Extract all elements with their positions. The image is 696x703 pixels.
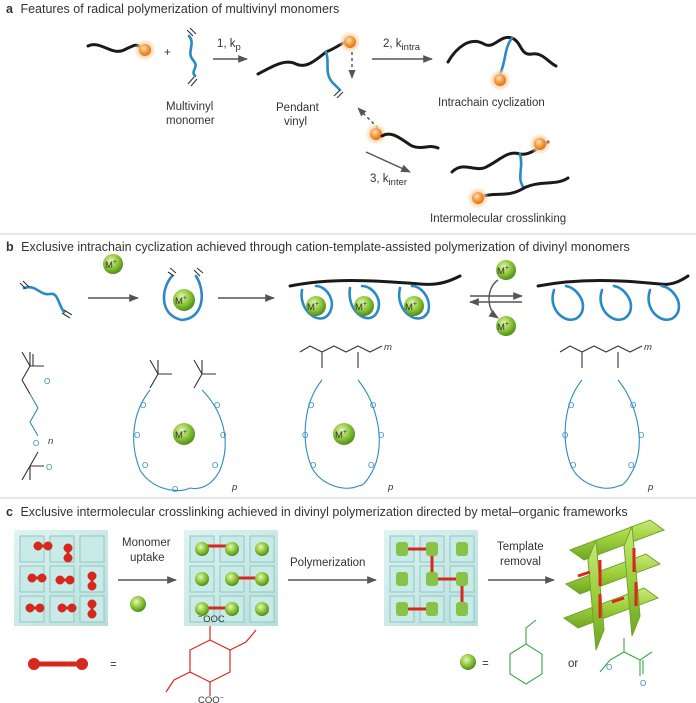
removal-label: removal <box>500 556 541 568</box>
svg-text:O: O <box>378 431 384 440</box>
templated-monomer: M+ <box>162 267 204 322</box>
arrow-step-3 <box>365 151 411 173</box>
panel-a: a Features of radical polymerization of … <box>6 2 570 225</box>
pendant-vinyl-chain <box>256 31 361 99</box>
panel-c-title: Exclusive intermolecular crosslinking ac… <box>20 505 627 519</box>
methyl-methacrylate-structure: O O <box>599 638 653 688</box>
svg-text:a Features of radical po: a Features of radical polymerization of … <box>6 2 339 16</box>
panel-b-title: Exclusive intrachain cyclization achieve… <box>21 240 630 254</box>
svg-text:O: O <box>44 377 50 386</box>
monomer-label: monomer <box>166 115 215 127</box>
svg-text:−OOC: −OOC <box>198 614 225 626</box>
svg-text:O: O <box>562 431 568 440</box>
svg-text:O: O <box>308 401 314 410</box>
panel-b: b Exclusive intrachain cyclization achie… <box>6 240 690 494</box>
intrachain-label: Intrachain cyclization <box>438 97 545 109</box>
cyclized-polymer <box>536 274 690 321</box>
or-text: or <box>568 658 578 670</box>
polymer-crown-structure: m O O O O O O p <box>559 342 653 493</box>
intermolecular-label: Intermolecular crosslinking <box>430 213 566 225</box>
step-1-label: 1, kp <box>217 38 241 53</box>
cation-free-1: M+ <box>103 254 123 274</box>
svg-text:O: O <box>302 431 308 440</box>
svg-text:M+: M+ <box>497 321 509 333</box>
step-3-label: 3, kinter <box>370 173 407 188</box>
multivinyl-monomer <box>186 27 198 87</box>
svg-text:O: O <box>640 679 646 688</box>
svg-text:M+: M+ <box>497 265 509 277</box>
crown-monomer-structure: O O O O O O O M+ p <box>133 359 237 494</box>
svg-text:O: O <box>46 463 52 472</box>
uptake-label-2: uptake <box>130 552 165 564</box>
svg-text:M+: M+ <box>335 429 347 441</box>
polymer-crown-cation-structure: m O O O O O O M+ p <box>299 342 393 493</box>
panel-a-title: Features of radical polymerization of mu… <box>20 2 339 16</box>
growing-chain-radical <box>86 39 156 61</box>
uptake-label-1: Monomer <box>122 537 171 549</box>
svg-text:p: p <box>647 482 653 493</box>
mof-empty <box>14 530 108 626</box>
monomer-sphere-icon <box>130 596 146 612</box>
svg-text:O: O <box>214 401 220 410</box>
step-2-label: 2, kintra <box>383 38 421 53</box>
svg-text:O: O <box>606 663 612 672</box>
panel-c-letter: c <box>6 505 13 519</box>
svg-text:M+: M+ <box>105 259 117 271</box>
svg-text:n: n <box>48 436 53 447</box>
svg-text:m: m <box>384 342 392 353</box>
crosslinked-network <box>562 519 666 651</box>
svg-text:M+: M+ <box>355 301 367 313</box>
svg-text:O: O <box>172 485 178 494</box>
second-radical-chain <box>357 107 440 150</box>
svg-text:O: O <box>142 461 148 470</box>
linker-legend: = <box>28 658 117 671</box>
panel-c: c Exclusive intermolecular crosslinking … <box>6 505 666 703</box>
intrachain-product <box>446 35 558 91</box>
svg-text:m: m <box>644 342 652 353</box>
svg-text:O: O <box>212 461 218 470</box>
equilibrium-arrows: M+ M+ <box>469 260 523 336</box>
svg-text:O: O <box>570 461 576 470</box>
mof-loaded <box>184 530 278 626</box>
svg-text:COO−: COO− <box>198 695 224 703</box>
svg-text:b Exclusive intrachain c: b Exclusive intrachain cyclization achie… <box>6 240 630 254</box>
svg-text:O: O <box>310 461 316 470</box>
svg-text:M+: M+ <box>405 301 417 313</box>
template-label: Template <box>497 541 544 553</box>
panel-a-letter: a <box>6 2 14 16</box>
svg-text:p: p <box>387 482 393 493</box>
multivinyl-label: Multivinyl <box>166 101 213 113</box>
svg-text:O: O <box>140 401 146 410</box>
monomer-legend: = <box>460 654 489 670</box>
polymerization-label: Polymerization <box>290 557 365 569</box>
svg-text:O: O <box>638 431 644 440</box>
pendant-label: Pendant <box>276 102 320 114</box>
plus-sign: + <box>164 47 171 59</box>
svg-text:M+: M+ <box>307 301 319 313</box>
panel-b-letter: b <box>6 240 14 254</box>
svg-text:M+: M+ <box>175 429 187 441</box>
svg-text:O: O <box>33 439 39 448</box>
svg-text:O: O <box>220 431 226 440</box>
polymer-with-cations: M+ M+ M+ <box>288 274 462 320</box>
monomer-equals: = <box>482 658 489 670</box>
divinyl-terephthalate-structure: −OOC COO− <box>165 614 257 703</box>
svg-text:O: O <box>370 401 376 410</box>
vinyl-label: vinyl <box>284 116 307 128</box>
svg-text:O: O <box>628 461 634 470</box>
svg-text:M+: M+ <box>175 295 187 307</box>
intermolecular-product <box>450 133 570 209</box>
divinyl-monomer <box>19 280 73 319</box>
svg-text:O: O <box>630 401 636 410</box>
svg-text:O: O <box>568 401 574 410</box>
linker-equals: = <box>110 659 117 671</box>
peg-dimethacrylate-structure: O O n O <box>21 351 53 481</box>
svg-text:O: O <box>368 461 374 470</box>
svg-text:c Exclusive intermolecul: c Exclusive intermolecular crosslinking … <box>6 505 628 519</box>
mof-polymerized <box>384 530 478 626</box>
svg-text:O: O <box>134 431 140 440</box>
svg-text:p: p <box>231 482 237 493</box>
styrene-structure <box>509 619 543 685</box>
